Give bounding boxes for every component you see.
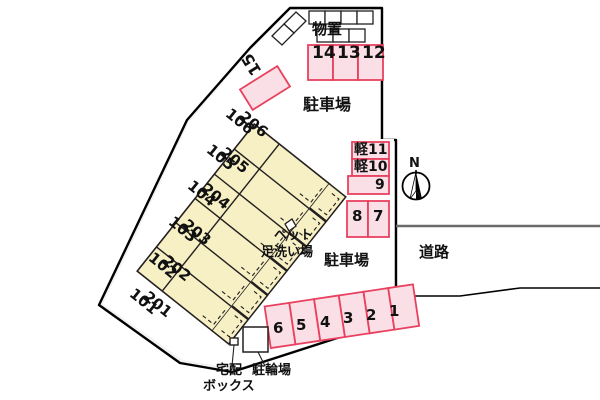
label-delivery-box-line2: ボックス [203, 379, 255, 394]
stall-13[interactable] [332, 44, 359, 81]
stall-label-14: 14 [312, 43, 336, 63]
label-pet-wash-line2: 足洗い場 [261, 245, 314, 260]
stall-label-1: 1 [389, 302, 400, 320]
storage-sheds [308, 10, 374, 43]
parking-group-east-pair [346, 200, 390, 238]
stall-15[interactable] [238, 64, 292, 112]
label-pet-wash-line1: ペット [274, 228, 314, 243]
stall-label-9: 9 [375, 177, 385, 193]
stall-label-kei11: 軽11 [354, 142, 388, 158]
pet-wash-marker [284, 218, 297, 242]
stall-label-3: 3 [343, 309, 354, 327]
parking-group-south [263, 283, 421, 350]
label-parking-south: 駐車場 [324, 251, 370, 269]
bicycle-parking-area[interactable] [242, 326, 269, 367]
stall-label-2: 2 [366, 306, 377, 324]
label-bicycle-parking: 駐輪場 [252, 363, 292, 378]
stall-label-8: 8 [352, 207, 363, 225]
storage-sheds-diagonal [271, 11, 307, 46]
stall-12[interactable] [357, 44, 384, 81]
stall-label-13: 13 [337, 43, 361, 63]
stall-1[interactable] [387, 283, 421, 331]
parking-group-15 [238, 64, 292, 112]
building-balcony-outline [211, 183, 347, 346]
stall-label-4: 4 [320, 313, 331, 331]
stall-label-12: 12 [362, 43, 386, 63]
road-lower-edge [398, 287, 600, 297]
stall-7[interactable] [367, 200, 390, 238]
label-road: 道路 [419, 243, 450, 261]
stall-label-6: 6 [273, 319, 284, 337]
label-delivery-box-line1: 宅配 [216, 363, 243, 378]
apartment-building [136, 122, 347, 346]
delivery-box-area[interactable] [229, 337, 239, 367]
parking-group-north [307, 44, 384, 81]
stall-9[interactable] [347, 175, 390, 195]
parking-group-east-stack [347, 141, 390, 195]
label-parking-north: 駐車場 [303, 95, 352, 114]
compass-north-label: N [409, 156, 420, 171]
compass-rose [401, 170, 431, 201]
stall-label-kei10: 軽10 [354, 159, 388, 175]
stall-label-5: 5 [296, 316, 307, 334]
stall-label-7: 7 [373, 207, 384, 225]
label-storage: 物置 [312, 20, 343, 38]
